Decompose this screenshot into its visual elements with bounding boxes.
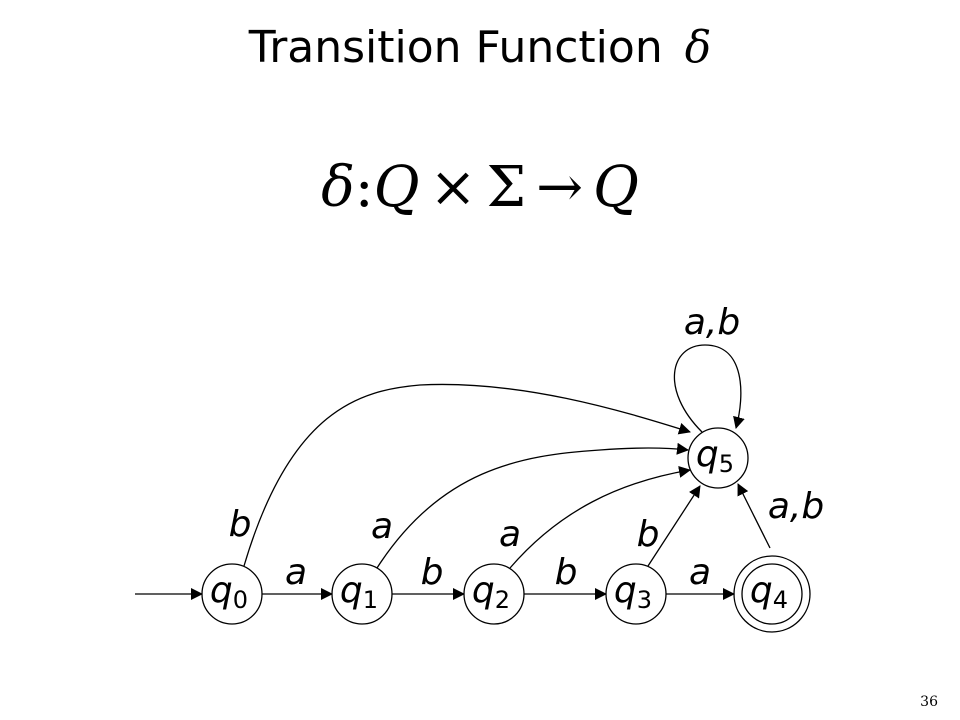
transition-label-q1-q2: b (421, 552, 444, 593)
title-delta-symbol: δ (684, 22, 712, 73)
state-q3: q3 (605, 563, 667, 625)
transition-edge-q0-q5 (243, 383, 691, 567)
transition-label-q2-q3: b (555, 552, 578, 593)
transition-label-q0-q1: a (285, 552, 307, 593)
formula-colon: : (354, 155, 374, 220)
state-label-q0: q0 (210, 570, 248, 614)
state-label-subscript: 1 (363, 586, 378, 614)
transition-edges (135, 344, 771, 600)
state-circle-q2 (463, 563, 525, 625)
transition-label-q2-q5: a (499, 514, 521, 555)
state-q4: q4 (733, 555, 811, 633)
state-label-q4: q4 (750, 570, 788, 614)
state-label-base: q (696, 434, 719, 475)
formula-alphabet: Σ (486, 155, 527, 220)
formula-domain-set: Q (373, 155, 420, 220)
state-circle-q0 (201, 563, 263, 625)
state-label-q3: q3 (614, 570, 652, 614)
transition-function-formula: δ:Q×Σ→Q (0, 150, 960, 226)
formula-arrow: → (536, 155, 584, 220)
transition-label-q4-q5: a,b (768, 486, 824, 527)
state-label-base: q (614, 570, 637, 611)
state-circle-q3 (605, 563, 667, 625)
transition-edge-q1-q5 (376, 442, 689, 569)
state-q1: q1 (331, 563, 393, 625)
title-text: Transition Function (248, 22, 663, 73)
transition-label-q1-q5: a (371, 506, 393, 547)
state-label-q5: q5 (696, 434, 734, 478)
state-label-subscript: 2 (495, 586, 510, 614)
state-label-subscript: 5 (719, 450, 734, 478)
state-label-base: q (210, 570, 233, 611)
transition-label-q5-q5: a,b (684, 302, 740, 343)
state-label-base: q (472, 570, 495, 611)
transition-label-q3-q5: b (637, 514, 660, 555)
state-label-subscript: 0 (233, 586, 248, 614)
page-number: 36 (920, 694, 938, 710)
slide-title: Transition Function δ (0, 18, 960, 78)
formula-delta: δ (321, 155, 355, 220)
state-label-q2: q2 (472, 570, 510, 614)
transition-edge-q3-q5 (647, 485, 701, 567)
state-label-base: q (340, 570, 363, 611)
transition-edge-q4-q5 (737, 483, 771, 549)
transition-edge-q2-q5 (509, 465, 691, 569)
state-q5: q5 (687, 427, 749, 489)
transition-label-q3-q4: a (689, 552, 711, 593)
state-label-q1: q1 (340, 570, 378, 614)
state-q2: q2 (463, 563, 525, 625)
transition-label-q0-q5: b (229, 504, 252, 545)
state-label-subscript: 4 (773, 586, 788, 614)
formula-codomain-set: Q (593, 155, 639, 220)
transition-edge-q5-q5 (673, 344, 745, 433)
state-circle-q1 (331, 563, 393, 625)
state-circle-q4 (741, 563, 803, 625)
formula-times: × (429, 155, 477, 220)
state-circle-q5 (687, 427, 749, 489)
accepting-ring-q4 (733, 555, 811, 633)
state-label-base: q (750, 570, 773, 611)
state-label-subscript: 3 (637, 586, 652, 614)
state-q0: q0 (201, 563, 263, 625)
